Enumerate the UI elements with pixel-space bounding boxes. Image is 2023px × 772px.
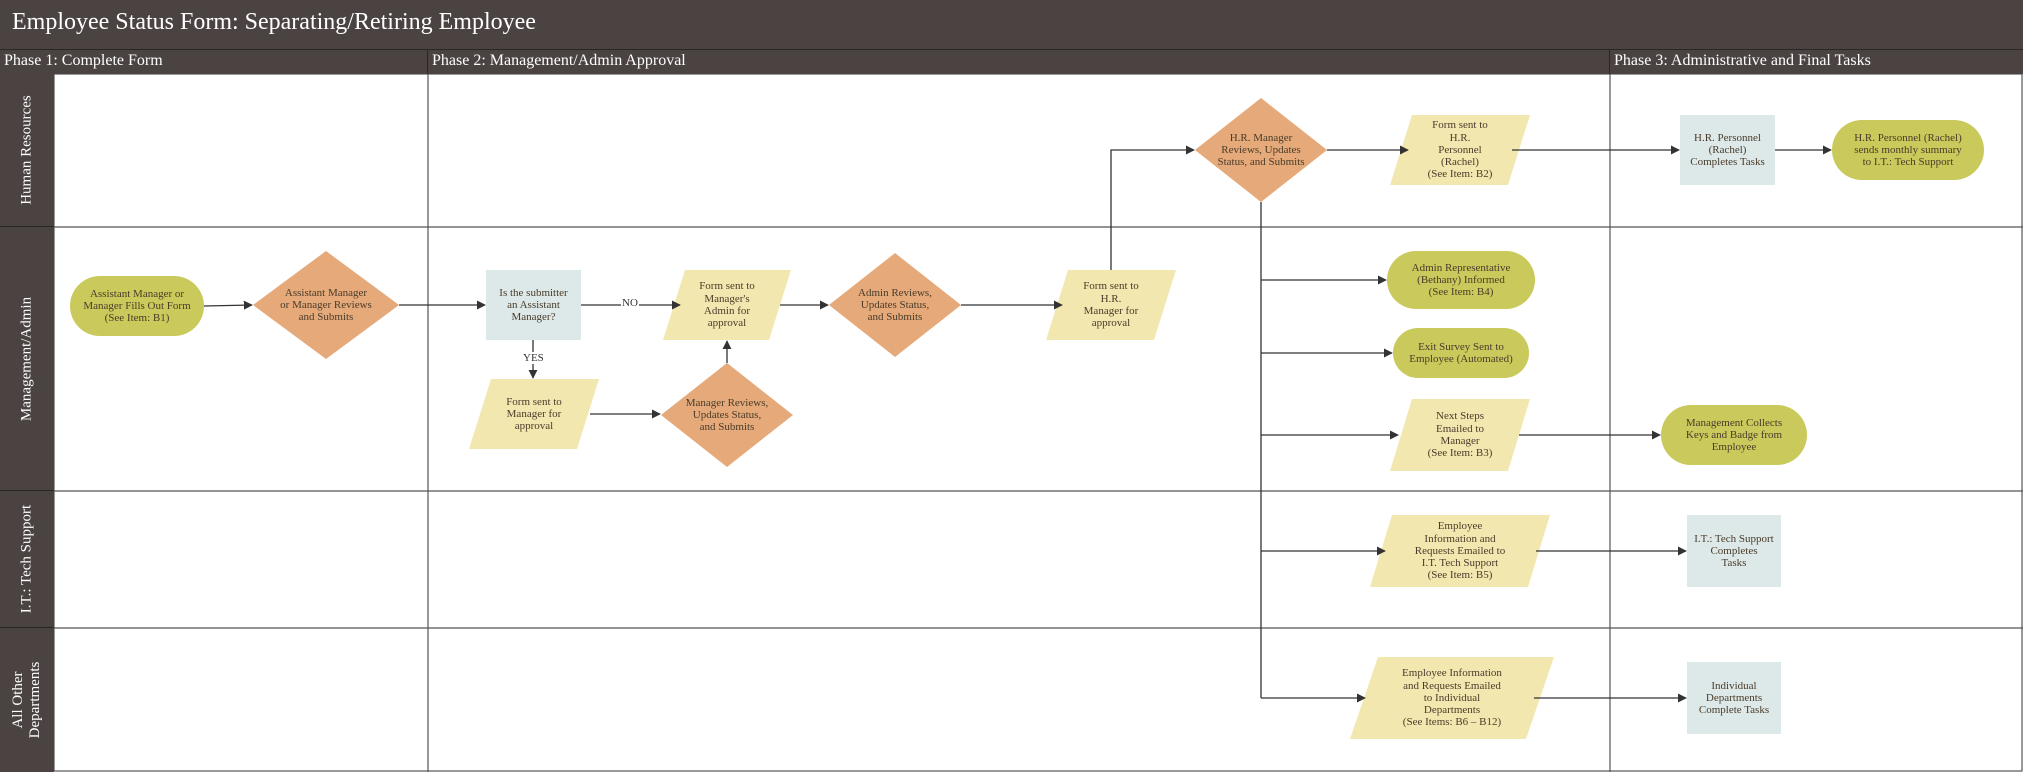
node-hr-monthly-summary: H.R. Personnel (Rachel) sends monthly su… [1854,131,1962,169]
lane-it-tech-support-label: I.T.: Tech Support [18,504,35,614]
node-sent-to-admin: Form sent to Manager's Admin for approva… [699,280,755,330]
phase-2-label: Phase 2: Management/Admin Approval [432,52,686,69]
node-manager-reviews-submits: Assistant Manager or Manager Reviews and… [280,286,372,324]
shape-terminal-collect-keys-badge [1661,405,1807,465]
node-it-completes-tasks: I.T.: Tech Support Completes Tasks [1694,532,1774,570]
shape-document-info-emailed-it [1370,515,1550,587]
edge-label-no: NO [621,297,639,309]
phase-3-label: Phase 3: Administrative and Final Tasks [1614,52,1871,69]
shape-document-next-steps-emailed [1390,399,1530,471]
lane-other-departments-label: All Other Departments [10,661,43,739]
node-sent-to-hr-manager: Form sent to H.R. Manager for approval [1083,280,1139,330]
node-departments-complete: Individual Departments Complete Tasks [1698,679,1770,717]
node-hr-manager-reviews: H.R. Manager Reviews, Updates Status, an… [1217,131,1305,169]
grid-border [53,73,2023,772]
page-title: Employee Status Form: Separating/Retirin… [12,9,536,35]
node-exit-survey: Exit Survey Sent to Employee (Automated) [1409,340,1513,365]
shape-terminal-admin-rep-informed [1387,251,1535,309]
connector-form-to-review [203,300,253,310]
node-fill-out-form: Assistant Manager or Manager Fills Out F… [83,287,191,325]
node-info-emailed-departments: Employee Information and Requests Emaile… [1402,667,1502,729]
node-admin-reviews: Admin Reviews, Updates Status, and Submi… [858,286,932,324]
shape-decision-hr-manager-reviews [1195,98,1327,202]
node-sent-to-hr-personnel: Form sent to H.R. Personnel (Rachel) (Se… [1427,119,1493,181]
shape-document-sent-to-hr-personnel [1390,115,1530,185]
shape-process-hr-personnel-completes [1680,115,1775,185]
connector-hr-form-to-hr-review [1110,145,1195,270]
shape-process-departments-complete [1687,662,1781,734]
lane-human-resources-label: Human Resources [18,95,35,205]
shape-document-sent-to-admin [663,270,791,340]
shape-process-it-completes-tasks [1687,515,1781,587]
phase-1-header: Phase 1: Complete Form [0,50,428,74]
title-bar: Employee Status Form: Separating/Retirin… [0,0,2023,50]
node-next-steps-emailed: Next Steps Emailed to Manager (See Item:… [1427,410,1493,460]
shape-terminal-exit-survey [1393,328,1529,378]
edge-label-yes: YES [522,352,545,364]
lane-other-departments-header: All Other Departments [0,628,54,772]
node-is-assistant-manager: Is the submitter an Assistant Manager? [499,286,568,324]
shape-terminal-fill-out-form [70,276,204,336]
phase-1-label: Phase 1: Complete Form [4,52,163,69]
shape-terminal-hr-monthly-summary [1832,120,1984,180]
lane-it-tech-support-header: I.T.: Tech Support [0,491,54,628]
shape-decision-manager-reviews-updates [661,363,793,467]
node-admin-rep-informed: Admin Representative (Bethany) Informed … [1411,261,1511,299]
node-manager-reviews-updates: Manager Reviews, Updates Status, and Sub… [685,396,769,434]
shape-document-sent-to-hr-manager [1046,270,1176,340]
shape-decision-admin-reviews [829,253,961,357]
phase-3-header: Phase 3: Administrative and Final Tasks [1610,50,2023,74]
node-collect-keys-badge: Management Collects Keys and Badge from … [1685,416,1783,454]
shape-document-info-emailed-departments [1350,657,1554,739]
shape-process-is-assistant-manager [486,270,581,340]
lane-management-admin-header: Management/Admin [0,227,54,491]
shape-document-sent-to-manager [469,379,599,449]
lane-management-admin-label: Management/Admin [18,296,35,421]
lane-human-resources-header: Human Resources [0,74,54,227]
shape-decision-manager-reviews [253,251,399,359]
phase-2-header: Phase 2: Management/Admin Approval [428,50,1610,74]
node-info-emailed-it: Employee Information and Requests Emaile… [1414,520,1506,582]
node-hr-personnel-completes: H.R. Personnel (Rachel) Completes Tasks [1690,131,1765,169]
node-sent-to-manager: Form sent to Manager for approval [506,395,562,433]
